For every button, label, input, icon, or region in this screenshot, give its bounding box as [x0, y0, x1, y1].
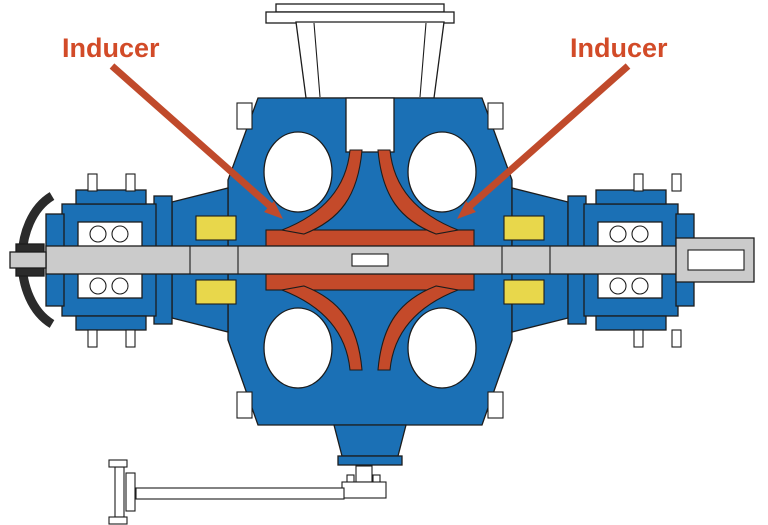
drain-flange [337, 455, 403, 466]
inducer-arrowhead-right [457, 201, 476, 219]
internal-flow-passages [77, 97, 663, 389]
drain-fitting [341, 481, 387, 499]
casing-bolts [87, 102, 682, 419]
inducer-label-right: Inducer [570, 33, 668, 63]
shaft-left-end [9, 251, 47, 269]
bearing-elements-yellow [195, 215, 545, 305]
keyway-center [351, 253, 389, 267]
impeller-shroud-upper-left [279, 149, 363, 235]
inducer-arrow-right [467, 63, 631, 209]
annotation-arrows [109, 63, 631, 219]
inducer-label-left: Inducer [62, 33, 160, 63]
top-suction-flange [265, 3, 455, 99]
impeller-shroud-upper-right [377, 149, 461, 235]
inducer-impeller-red [265, 149, 475, 371]
impeller-shroud-lower-right [377, 285, 461, 371]
inducer-arrowhead-left [264, 201, 283, 219]
suction-nozzle-neck [295, 21, 445, 99]
inducer-arrow-left [109, 63, 273, 209]
drain-stem [355, 465, 373, 483]
keyway-right [687, 249, 745, 271]
drain-piping [108, 459, 387, 525]
suction-channel [345, 97, 395, 153]
drain-pipe [135, 487, 345, 500]
impeller-shroud-lower-left [279, 285, 363, 371]
casing-bottom-neck [333, 424, 407, 457]
ball-bearings [89, 225, 649, 295]
shaft-keyways [351, 249, 745, 271]
